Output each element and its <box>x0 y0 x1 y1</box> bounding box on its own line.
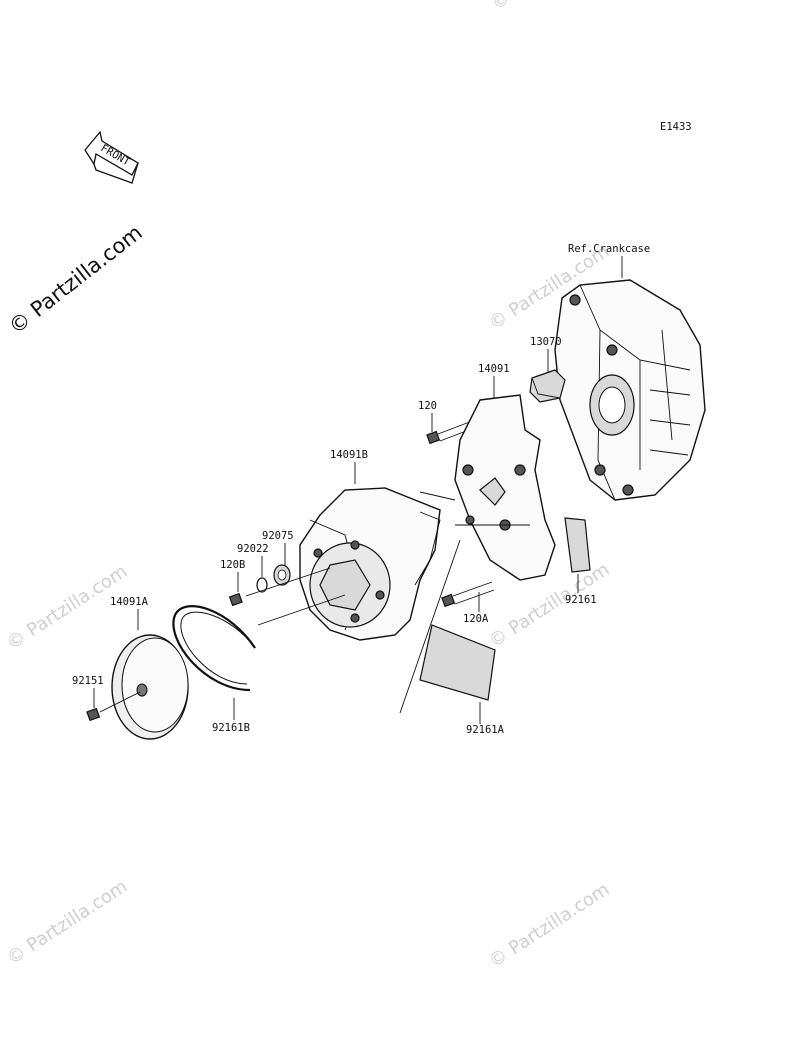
label-92022: 92022 <box>237 543 269 555</box>
label-120A: 120A <box>463 613 489 625</box>
label-92161B: 92161B <box>212 722 250 734</box>
label-92161: 92161 <box>565 594 597 606</box>
part-92151-screw: 92151 <box>72 675 141 722</box>
part-92022-washer: 92022 <box>237 543 269 593</box>
label-92161A: 92161A <box>466 724 505 736</box>
watermark-main: © Partzilla.com <box>4 220 146 339</box>
part-92161: 92161 <box>564 517 597 606</box>
assembly-line-2 <box>257 594 346 626</box>
watermark-bottom-left: © Partzilla.com <box>3 876 131 969</box>
part-92161A-gasket: 92161A <box>399 539 505 736</box>
label-92151: 92151 <box>72 675 104 687</box>
label-14091: 14091 <box>478 363 510 375</box>
watermark-bottom-right: © Partzilla.com <box>485 879 613 972</box>
part-14091B-cover: 14091B <box>299 449 441 641</box>
part-13070: 13070 <box>529 336 566 403</box>
label-120: 120 <box>418 400 437 412</box>
label-14091A: 14091A <box>110 596 149 608</box>
watermark-top-right: © Partzilla.com <box>489 0 603 13</box>
label-13070: 13070 <box>530 336 562 348</box>
part-120A-bolt: 120A <box>441 581 495 625</box>
part-92161B-ring: 92161B <box>172 605 256 734</box>
part-92075-grommet: 92075 <box>262 530 294 586</box>
part-120B-bolt: 120B <box>220 559 245 607</box>
ref-crankcase-label: Ref.Crankcase <box>568 243 650 255</box>
crankcase-reference: Ref.Crankcase <box>554 243 706 501</box>
label-14091B: 14091B <box>330 449 368 461</box>
assembly-line-1 <box>245 567 331 597</box>
part-14091A-cover: 14091A <box>110 596 189 740</box>
diagram-code: E1433 <box>660 121 692 133</box>
label-120B: 120B <box>220 559 245 571</box>
inner-plate <box>419 394 556 581</box>
label-92075: 92075 <box>262 530 294 542</box>
front-direction-arrow-icon: FRONT <box>84 130 139 184</box>
